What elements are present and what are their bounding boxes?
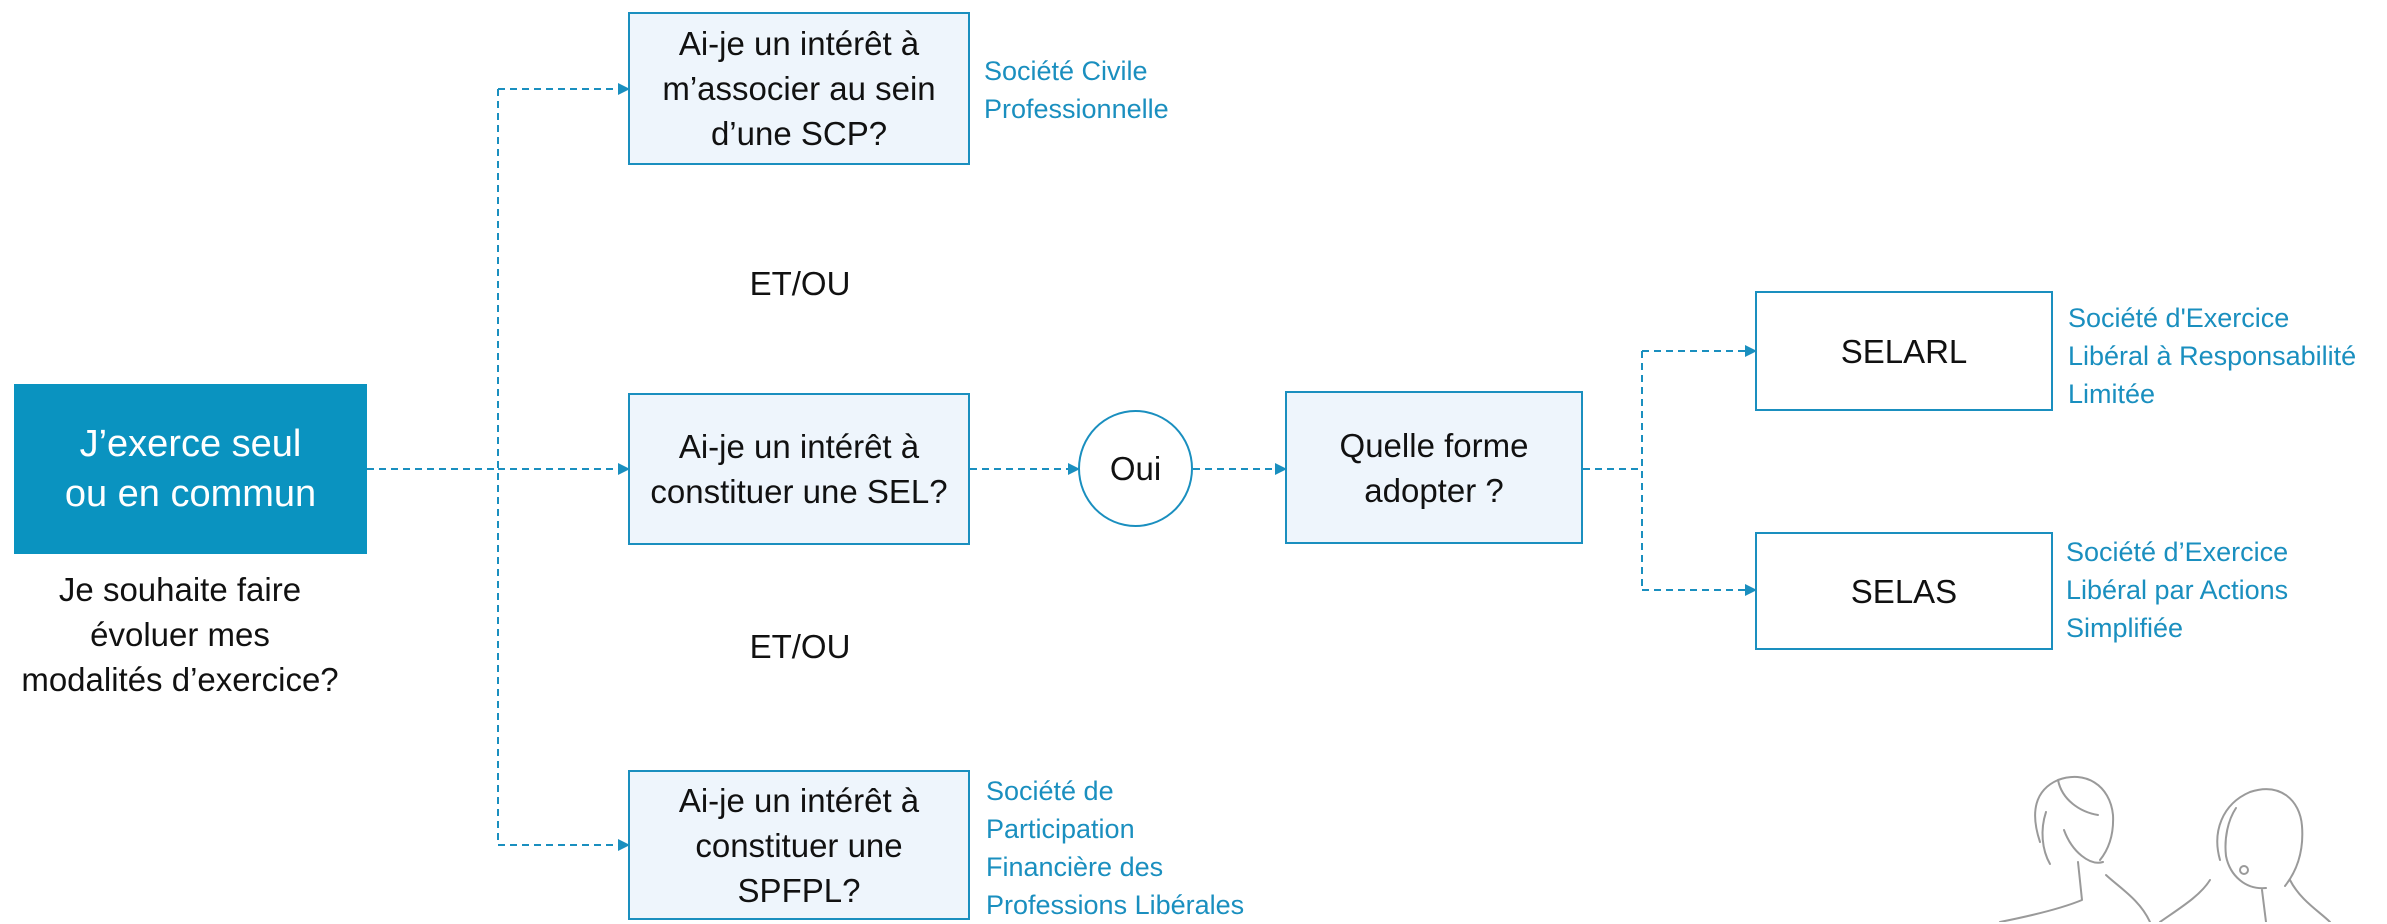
caption-scp: Société Civile Professionnelle xyxy=(984,56,1169,124)
start-title: J’exerce seul ou en commun xyxy=(64,423,317,515)
question-sel-box: Ai-je un intérêt à constituer une SEL? xyxy=(628,393,970,545)
start-subtitle: Je souhaite faire évoluer mes modalités … xyxy=(21,571,339,698)
caption-selas: Société d’Exercice Libéral par Actions S… xyxy=(2066,537,2289,643)
answer-yes-text: Oui xyxy=(1109,449,1162,487)
caption-spfpl: Société de Participation Financière des … xyxy=(986,776,1245,920)
option-selas-box: SELAS xyxy=(1755,532,2053,650)
start-box: J’exerce seul ou en commun xyxy=(14,384,367,554)
option-selas-label: SELAS xyxy=(1850,572,1958,610)
form-question-box: Quelle forme adopter ? xyxy=(1285,391,1583,544)
question-scp-box: Ai-je un intérêt à m’associer au sein d’… xyxy=(628,12,970,165)
caption-selarl: Société d'Exercice Libéral à Responsabil… xyxy=(2068,303,2357,409)
option-selarl-label: SELARL xyxy=(1840,332,1968,370)
question-spfpl-box: Ai-je un intérêt à constituer une SPFPL? xyxy=(628,770,970,920)
option-selarl-box: SELARL xyxy=(1755,291,2053,411)
form-question-text: Quelle forme adopter ? xyxy=(1339,426,1529,509)
question-sel-text: Ai-je un intérêt à constituer une SEL? xyxy=(650,428,948,510)
question-scp-text: Ai-je un intérêt à m’associer au sein d’… xyxy=(662,25,936,152)
answer-yes-circle: Oui xyxy=(1078,410,1193,527)
and-or-label-2: ET/OU xyxy=(749,628,851,665)
and-or-label-1: ET/OU xyxy=(749,265,851,302)
question-spfpl-text: Ai-je un intérêt à constituer une SPFPL? xyxy=(678,781,920,909)
